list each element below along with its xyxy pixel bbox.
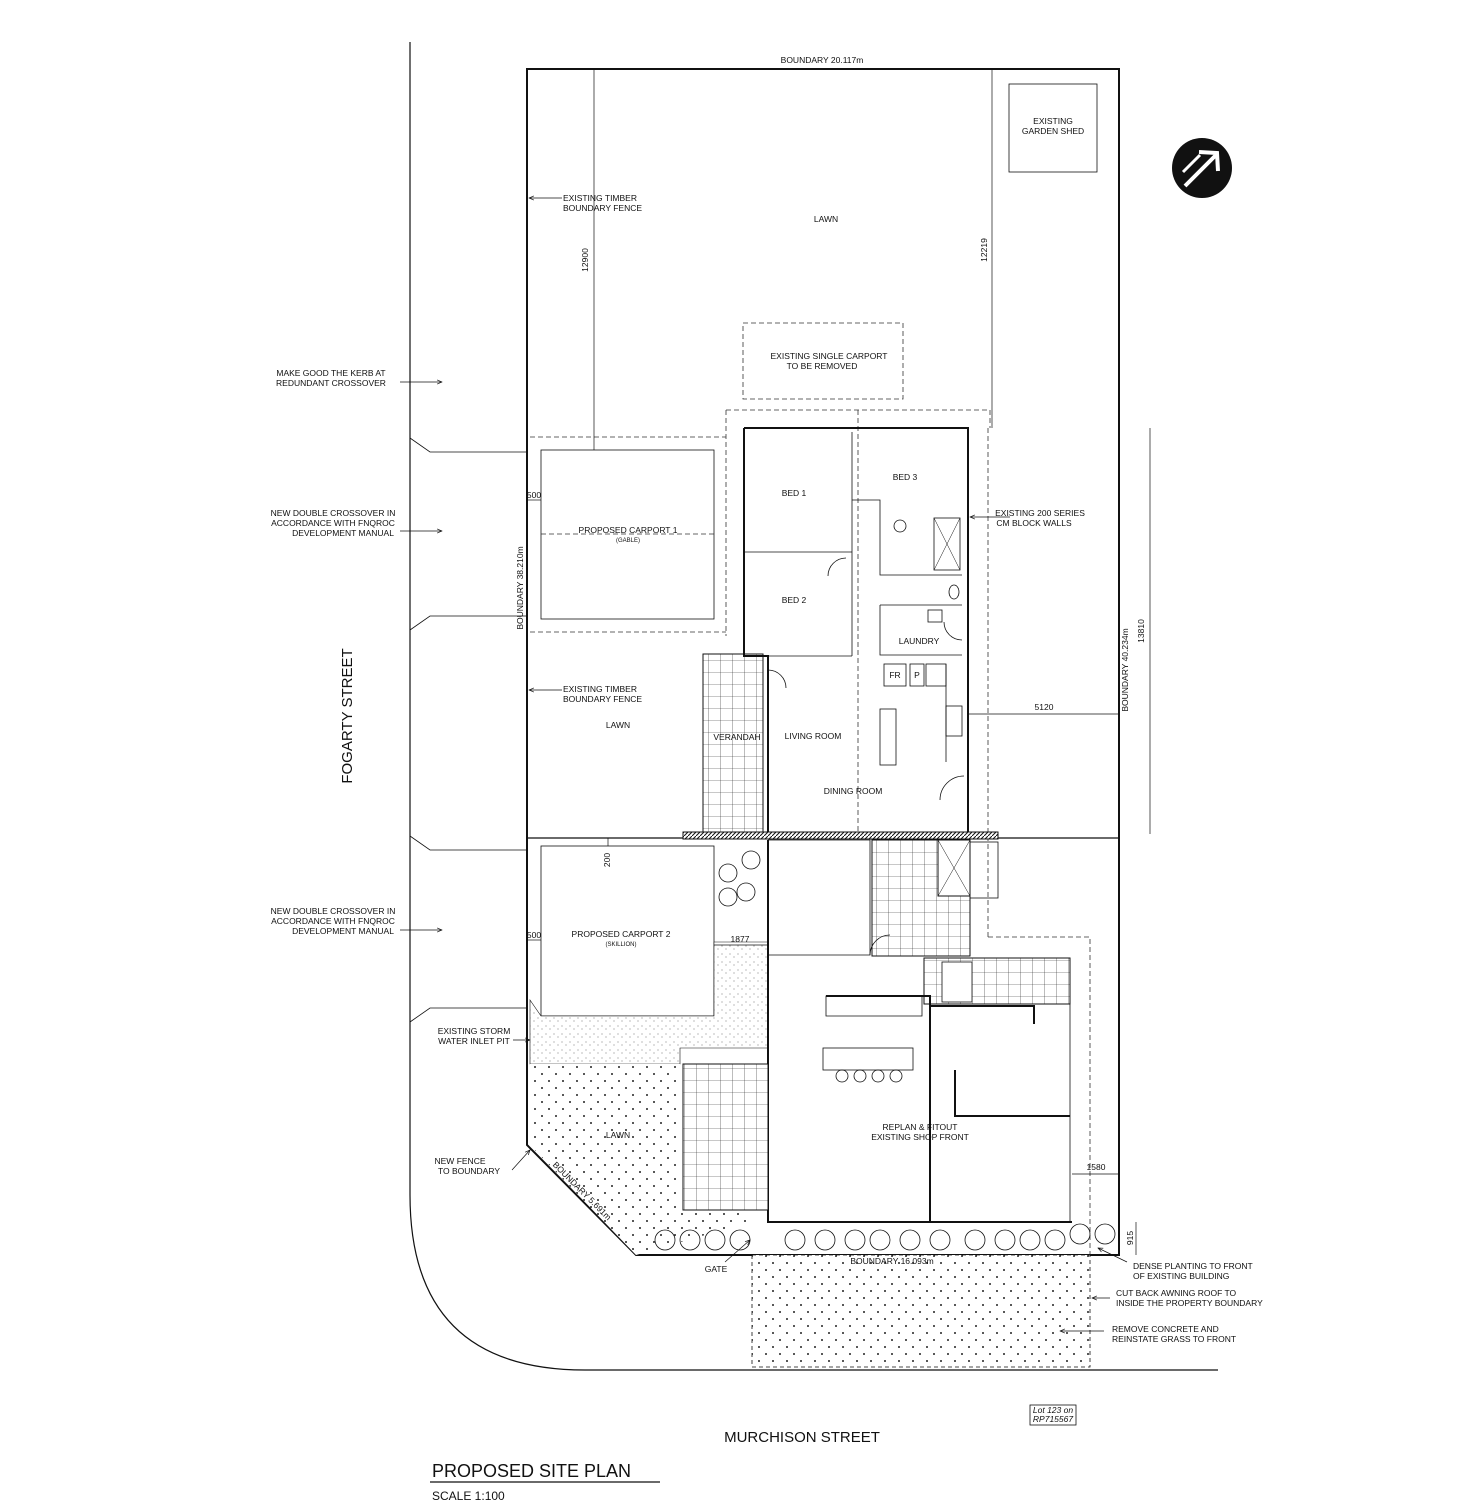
note-concrete-a: REMOVE CONCRETE AND [1112, 1324, 1219, 1334]
carport2-sub-label: (SKILLION) [605, 942, 636, 948]
note-fence-2b: BOUNDARY FENCE [563, 694, 642, 704]
street-fogarty: FOGARTY STREET [339, 648, 356, 783]
room-laundry: LAUNDRY [899, 636, 940, 646]
room-bed2: BED 2 [782, 595, 807, 605]
pantry-label: P [914, 670, 920, 680]
dim-200: 200 [602, 853, 612, 867]
shop-label-2: EXISTING SHOP FRONT [871, 1132, 969, 1142]
leader-arrows [400, 198, 1128, 1331]
north-arrow-icon [1172, 138, 1232, 198]
lawn-bottom-label: LAWN [606, 1130, 630, 1140]
boundary-top: BOUNDARY 20.117m [781, 55, 864, 65]
kitchen-island [879, 708, 897, 766]
lot-reference-box [1029, 1404, 1077, 1426]
dim-12219: 12219 [979, 238, 989, 262]
note-fence-1a: EXISTING TIMBER [563, 193, 637, 203]
boundary-right: BOUNDARY 40.234m [1120, 628, 1130, 711]
note-crossover2-c: DEVELOPMENT MANUAL [292, 926, 394, 936]
note-awning-b: INSIDE THE PROPERTY BOUNDARY [1116, 1298, 1263, 1308]
lot-line-2: RP715567 [1033, 1414, 1073, 1424]
garden-shed [1008, 83, 1098, 173]
note-newfence-b: TO BOUNDARY [438, 1166, 500, 1176]
room-bed3: BED 3 [893, 472, 918, 482]
shrubs-cluster [718, 850, 761, 907]
gravel-area [529, 941, 769, 1065]
shop-label-1: REPLAN & FITOUT [883, 1122, 958, 1132]
front-planting [654, 1223, 1116, 1251]
note-crossover1-c: DEVELOPMENT MANUAL [292, 528, 394, 538]
single-carport-label-1: EXISTING SINGLE CARPORT [771, 351, 888, 361]
shed-label-1: EXISTING [1033, 116, 1073, 126]
note-walls-b: CM BLOCK WALLS [996, 518, 1072, 528]
note-crossover2-a: NEW DOUBLE CROSSOVER IN [271, 906, 396, 916]
tiled-path [682, 1063, 769, 1211]
lot-line-1: Lot 123 on [1033, 1405, 1073, 1415]
street-murchison: MURCHISON STREET [724, 1429, 880, 1446]
note-storm-a: EXISTING STORM [438, 1026, 511, 1036]
room-bed1: BED 1 [782, 488, 807, 498]
room-dining: DINING ROOM [824, 786, 883, 796]
shop-building [767, 839, 1072, 1223]
street-kerb [409, 42, 1218, 1371]
hatched-wall [682, 831, 999, 840]
note-kerb-b: REDUNDANT CROSSOVER [276, 378, 386, 388]
shed-label-2: GARDEN SHED [1022, 126, 1084, 136]
dim-5120: 5120 [1035, 702, 1054, 712]
note-fence-1b: BOUNDARY FENCE [563, 203, 642, 213]
carport2-label: PROPOSED CARPORT 2 [572, 929, 671, 939]
boundary-left: BOUNDARY 38.210m [515, 546, 525, 629]
dim-500-a: 500 [527, 490, 541, 500]
note-storm-b: WATER INLET PIT [438, 1036, 510, 1046]
carport1-sub-label: (GABLE) [616, 538, 640, 544]
lawn-bottom [530, 1064, 750, 1255]
residence-walls [743, 427, 969, 832]
fridge-label: FR [889, 670, 900, 680]
note-awning-a: CUT BACK AWNING ROOF TO [1116, 1288, 1237, 1298]
dimension-lines [527, 69, 1151, 1255]
front-concrete-area [751, 1254, 1091, 1368]
dim-12900: 12900 [580, 248, 590, 272]
note-crossover1-a: NEW DOUBLE CROSSOVER IN [271, 508, 396, 518]
carport1-label: PROPOSED CARPORT 1 [579, 525, 678, 535]
lawn-top-label: LAWN [814, 214, 838, 224]
drawing-scale: SCALE 1:100 [432, 1489, 505, 1503]
proposed-carport-1 [540, 449, 715, 620]
note-planting-b: OF EXISTING BUILDING [1133, 1271, 1229, 1281]
drawing-title: PROPOSED SITE PLAN [432, 1461, 631, 1481]
boundary-bottom: BOUNDARY 16.093m [850, 1256, 933, 1266]
dim-915: 915 [1125, 1231, 1135, 1245]
dim-500-b: 500 [527, 930, 541, 940]
note-fence-2a: EXISTING TIMBER [563, 684, 637, 694]
note-crossover2-b: ACCORDANCE WITH FNQROC [271, 916, 395, 926]
single-carport-label-2: TO BE REMOVED [787, 361, 858, 371]
note-crossover1-b: ACCORDANCE WITH FNQROC [271, 518, 395, 528]
dim-13810: 13810 [1136, 619, 1146, 643]
dim-1580: 1580 [1087, 1162, 1106, 1172]
verandah-label: VERANDAH [713, 732, 760, 742]
note-newfence-a: NEW FENCE [435, 1156, 486, 1166]
room-living: LIVING ROOM [785, 731, 842, 741]
note-gate: GATE [705, 1264, 728, 1274]
house-envelope [726, 409, 991, 428]
verandah-tiles [702, 653, 764, 834]
note-planting-a: DENSE PLANTING TO FRONT [1133, 1261, 1253, 1271]
dim-1877: 1877 [731, 934, 750, 944]
note-kerb-a: MAKE GOOD THE KERB AT [276, 368, 385, 378]
note-concrete-b: REINSTATE GRASS TO FRONT [1112, 1334, 1236, 1344]
lawn-mid-label: LAWN [606, 720, 630, 730]
existing-single-carport [742, 322, 904, 400]
note-walls-a: EXISTING 200 SERIES [995, 508, 1085, 518]
